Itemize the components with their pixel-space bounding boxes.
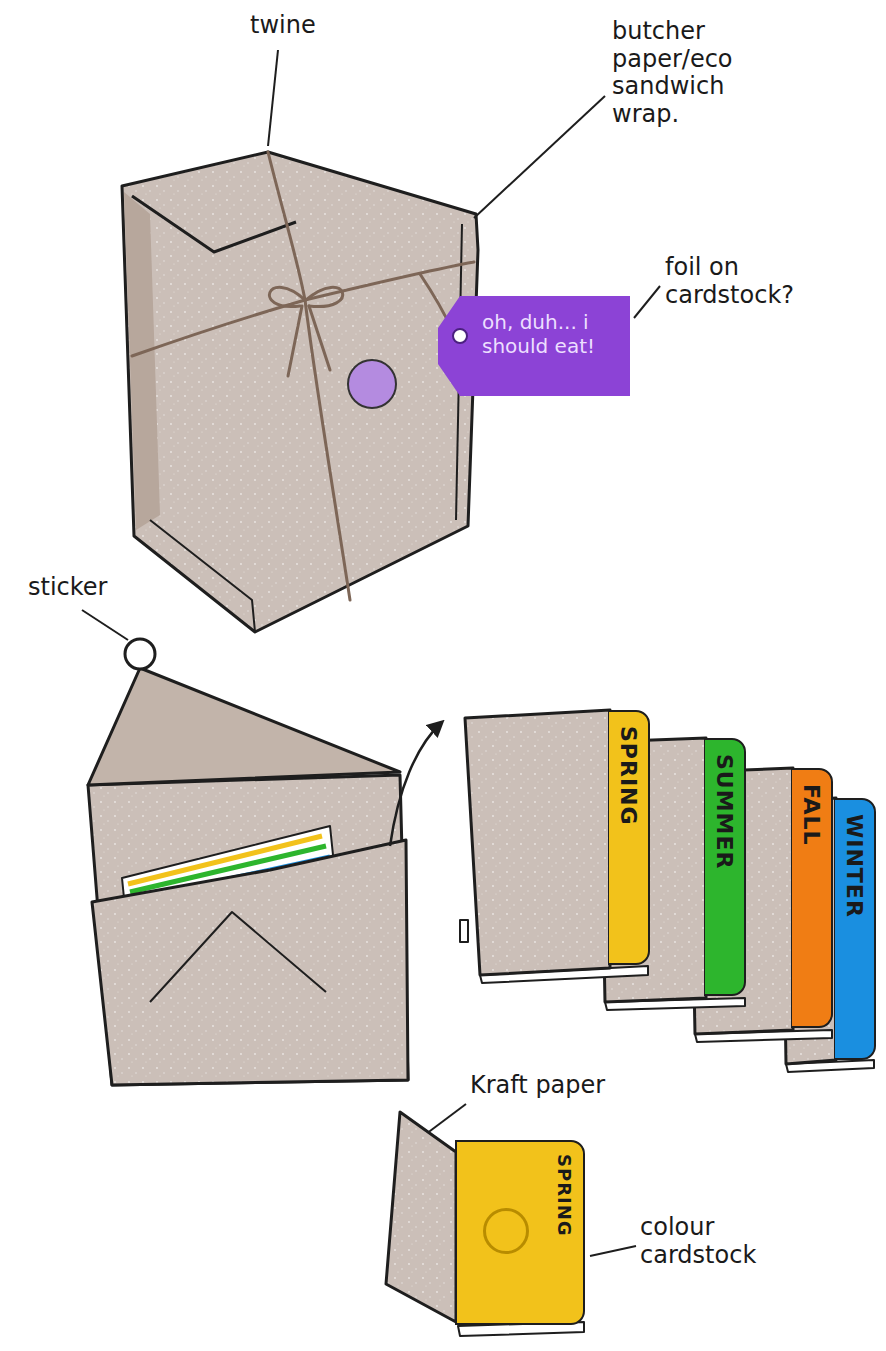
season-tab: WINTER	[834, 798, 876, 1060]
season-label: WINTER	[842, 814, 867, 918]
envelope-back	[88, 775, 408, 1085]
gift-tag: oh, duh... i should eat!	[438, 296, 630, 396]
drawing-part	[268, 152, 350, 600]
drawing-part	[269, 287, 305, 306]
annotation-anchor: Kraft paper	[470, 1072, 640, 1100]
envelope-sticker	[125, 639, 155, 669]
drawing-part	[268, 50, 278, 146]
package-body	[122, 152, 478, 632]
package-shade	[124, 192, 160, 530]
season-label: SUMMER	[712, 754, 737, 869]
twine	[132, 152, 474, 600]
annotation-label: sticker	[28, 574, 148, 602]
tag-hole	[452, 328, 468, 344]
drawing-part	[82, 610, 128, 640]
drawing-part	[474, 96, 605, 218]
package-fold	[132, 196, 296, 252]
cardstock-booklet: SPRING	[455, 1140, 585, 1325]
package-fold	[150, 520, 255, 632]
envelope-flap	[88, 668, 400, 785]
annotation-label: twine	[250, 12, 360, 40]
season-tab: FALL	[791, 768, 833, 1028]
envelope	[88, 639, 408, 1085]
kraft-sleeve	[386, 1112, 456, 1322]
season-tab: SPRING	[608, 710, 650, 965]
drawing-part	[590, 1246, 636, 1256]
annotation-anchor: sticker	[28, 574, 148, 602]
season-label: SPRING	[554, 1154, 575, 1237]
season-label: SPRING	[616, 726, 641, 826]
annotation-label: colour cardstock	[640, 1214, 810, 1269]
booklet-covers	[460, 710, 874, 1072]
envelope-fold	[150, 912, 326, 1002]
annotation-anchor: twine	[250, 12, 360, 40]
seal-sticker	[348, 360, 396, 408]
drawing-part	[288, 306, 302, 376]
leader-lines	[82, 50, 660, 1256]
season-label: FALL	[799, 784, 824, 846]
wrapped-package	[122, 152, 478, 632]
drawing-part	[132, 262, 474, 356]
pointer-arrow	[390, 722, 442, 846]
drawing-part	[306, 287, 343, 306]
annotation-label: foil on cardstock?	[665, 254, 865, 309]
annotation-anchor: butcher paper/eco sandwich wrap.	[612, 18, 762, 128]
small-booklet	[386, 1112, 584, 1336]
tag-text: oh, duh... i should eat!	[438, 296, 630, 372]
annotation-anchor: foil on cardstock?	[665, 254, 865, 309]
booklet-staple	[460, 920, 468, 942]
drawing-part	[634, 286, 660, 318]
drawing-part	[309, 306, 330, 370]
envelope-pocket	[92, 840, 408, 1085]
drawing-part	[426, 1104, 466, 1134]
logo-circle	[483, 1208, 529, 1254]
booklet-cover	[465, 710, 610, 975]
annotation-anchor: colour cardstock	[640, 1214, 810, 1269]
season-tab: SUMMER	[704, 738, 746, 996]
annotation-label: Kraft paper	[470, 1072, 640, 1100]
annotation-label: butcher paper/eco sandwich wrap.	[612, 18, 762, 128]
